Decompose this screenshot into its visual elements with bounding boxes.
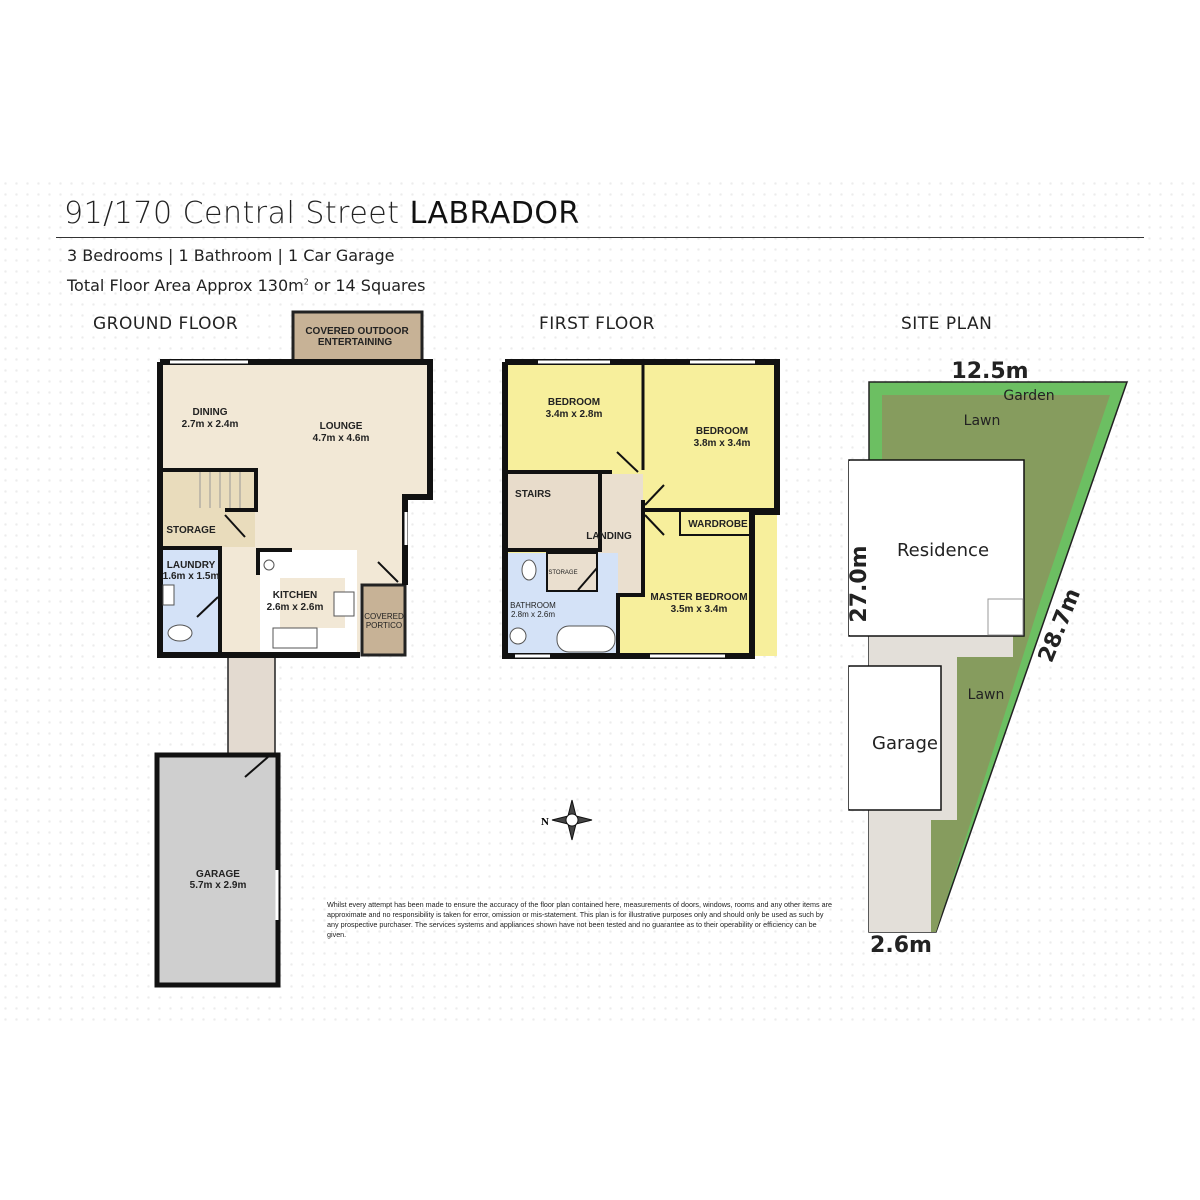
- site-top-dimension: 12.5m: [951, 359, 1028, 384]
- portico-label: PORTICO: [366, 621, 402, 630]
- wardrobe-label: WARDROBE: [688, 519, 748, 530]
- kitchen-label: KITCHEN: [273, 590, 317, 601]
- property-summary: 3 Bedrooms | 1 Bathroom | 1 Car Garage: [67, 246, 395, 265]
- compass-icon: N: [541, 799, 593, 841]
- first-floor-plan: BEDROOM 3.4m x 2.8m BEDROOM 3.8m x 3.4m …: [502, 359, 780, 659]
- wall: [616, 500, 645, 655]
- landing-label: LANDING: [586, 531, 632, 542]
- bathroom-dimensions: 2.8m x 2.6m: [511, 610, 555, 619]
- lawn-label: Lawn: [968, 687, 1005, 703]
- tub-icon: [162, 584, 175, 606]
- title-divider: [56, 237, 1144, 238]
- wardrobe-wall: [679, 512, 752, 536]
- dining-dimensions: 2.7m x 2.4m: [182, 419, 239, 430]
- kitchen-dimensions: 2.6m x 2.6m: [267, 602, 324, 613]
- door: [377, 561, 399, 583]
- portico-label: COVERED: [364, 612, 404, 621]
- bedroom-dimensions: 3.4m x 2.8m: [546, 409, 603, 420]
- compass-north-label: N: [541, 816, 549, 828]
- first-floor-heading: FIRST FLOOR: [539, 314, 655, 334]
- storage-closet: [546, 552, 598, 592]
- stairs-label: STAIRS: [515, 489, 551, 500]
- ground-floor-interior: [160, 362, 430, 655]
- door: [224, 514, 246, 538]
- site-plan-heading: SITE PLAN: [901, 314, 993, 334]
- cooktop-icon: [333, 591, 355, 617]
- garage-dimensions: 5.7m x 2.9m: [190, 880, 247, 891]
- door: [577, 567, 598, 591]
- door: [244, 756, 269, 778]
- fridge-icon: [263, 559, 275, 571]
- covered-outdoor-label: COVERED OUTDOOR: [305, 326, 409, 337]
- kitchen-wall: [256, 548, 292, 575]
- property-title: 91/170 Central Street LABRADOR: [64, 196, 580, 231]
- site-bottom-dimension: 2.6m: [870, 933, 932, 958]
- master-bedroom-dimensions: 3.5m x 3.4m: [671, 604, 728, 615]
- toilet-icon: [521, 559, 537, 581]
- stairs-area: [508, 474, 600, 548]
- bedroom-label: BEDROOM: [696, 426, 748, 437]
- ground-outer-wall: [157, 362, 360, 658]
- site-plan: 12.5m Garden Lawn Residence Lawn Garage …: [847, 359, 1129, 958]
- site-left-dimension: 27.0m: [847, 545, 872, 622]
- door: [644, 484, 665, 506]
- lawn-label: Lawn: [964, 413, 1001, 429]
- basin-icon: [509, 627, 527, 645]
- lounge-label: LOUNGE: [320, 421, 363, 432]
- covered-outdoor-label: ENTERTAINING: [318, 337, 392, 348]
- stair-treads: [199, 472, 241, 508]
- ground-floor-plan: COVERED OUTDOOR ENTERTAINING DINING 2.7m…: [154, 310, 433, 988]
- garage-label: GARAGE: [196, 869, 240, 880]
- garage-room: [154, 752, 281, 988]
- bathtub-icon: [556, 625, 616, 653]
- storage-label: STORAGE: [548, 570, 577, 576]
- disclaimer-text: Whilst every attempt has been made to en…: [327, 900, 832, 939]
- covered-portico: [360, 583, 407, 657]
- storage-label: STORAGE: [166, 525, 216, 536]
- stair-wall: [163, 468, 258, 512]
- wall: [508, 472, 602, 552]
- garage-label: Garage: [872, 733, 938, 754]
- entry-path: [227, 655, 276, 755]
- bedroom-label: BEDROOM: [548, 397, 600, 408]
- garden-label: Garden: [1003, 388, 1054, 404]
- door: [644, 514, 665, 536]
- bathroom-label: BATHROOM: [510, 601, 556, 610]
- door: [616, 451, 639, 473]
- floor-area: Total Floor Area Approx 130m2 or 14 Squa…: [67, 276, 426, 295]
- toilet-icon: [167, 624, 193, 642]
- bedroom-dimensions: 3.8m x 3.4m: [694, 438, 751, 449]
- laundry-dimensions: 1.6m x 1.5m: [163, 571, 220, 582]
- dining-label: DINING: [193, 407, 228, 418]
- ground-floor-heading: GROUND FLOOR: [93, 314, 239, 334]
- lounge-dimensions: 4.7m x 4.6m: [313, 433, 370, 444]
- laundry-wall: [163, 546, 222, 652]
- covered-outdoor-area: [291, 310, 424, 364]
- residence-label: Residence: [897, 540, 989, 561]
- laundry-label: LAUNDRY: [167, 560, 216, 571]
- sink-icon: [272, 627, 318, 649]
- door: [196, 596, 219, 618]
- portico-footprint: [987, 598, 1024, 636]
- master-bedroom-label: MASTER BEDROOM: [650, 592, 747, 603]
